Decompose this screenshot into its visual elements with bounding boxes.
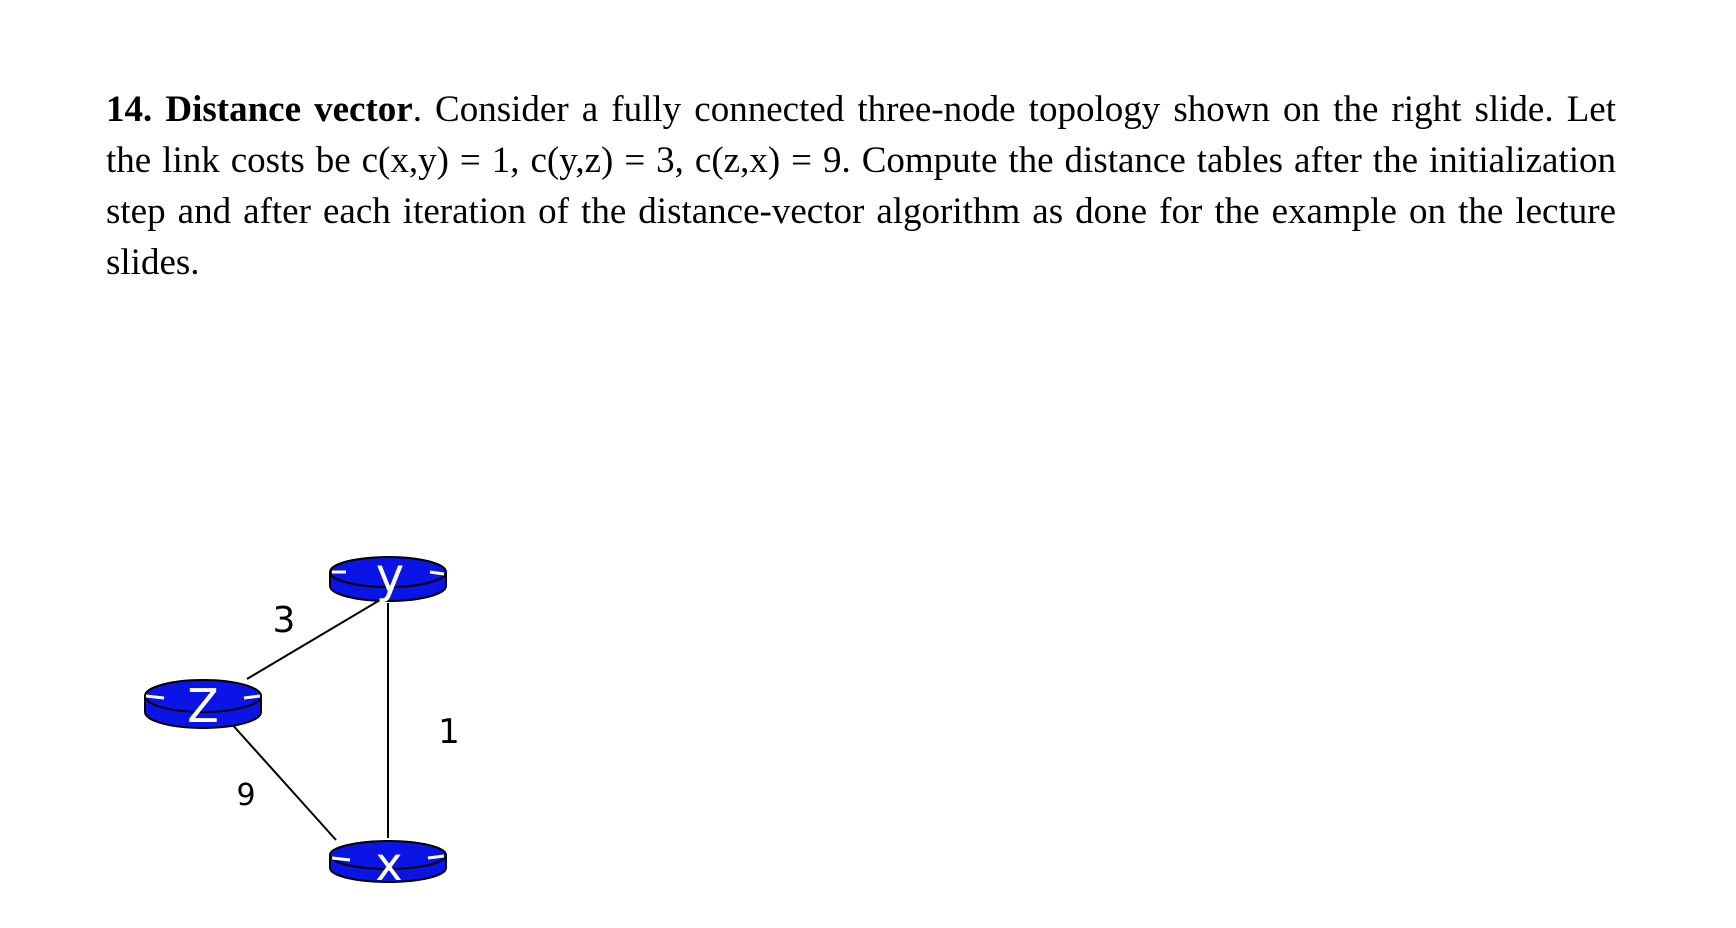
question-title: Distance vector	[165, 89, 413, 130]
link-cost-z-x: 9	[236, 778, 255, 813]
link-cost-y-x: 1	[438, 712, 460, 752]
link-cost-z-y: 3	[273, 600, 296, 641]
router-x-arrows	[331, 854, 445, 862]
question-body: . Consider a fully connected three-node …	[106, 89, 1616, 283]
router-y-arrows	[332, 570, 445, 576]
router-node-x: x	[329, 837, 447, 891]
router-z-arrows	[145, 694, 261, 700]
router-z-top	[144, 679, 262, 713]
question-text: 14. Distance vector. Consider a fully co…	[106, 84, 1616, 288]
router-y-top	[329, 556, 447, 588]
question-heading: 14. Distance vector	[106, 89, 413, 130]
router-x-top	[329, 840, 447, 870]
link-z-x	[229, 721, 337, 841]
router-node-z: Z	[144, 679, 262, 733]
question-number: 14.	[106, 89, 153, 130]
router-node-y: y	[329, 548, 447, 604]
link-z-y	[246, 599, 381, 680]
router-x-label: x	[375, 837, 402, 891]
router-y-label: y	[376, 548, 404, 604]
router-z-label: Z	[187, 679, 219, 733]
